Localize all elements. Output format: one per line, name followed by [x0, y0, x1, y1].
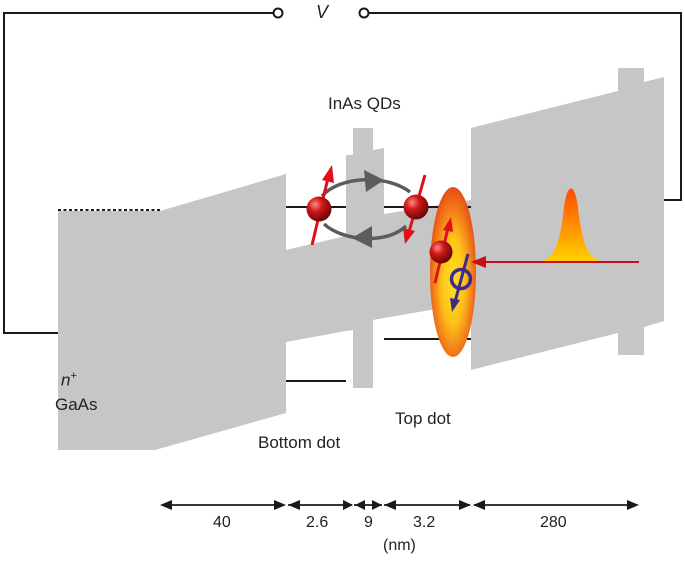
- qds-label: InAs QDs: [328, 94, 401, 113]
- circuit: [3, 7, 682, 334]
- arrowhead-icon: [473, 500, 485, 510]
- arrowhead-icon: [384, 500, 396, 510]
- left-terminal-icon: [272, 7, 284, 19]
- spin-up-arrowhead-icon: [443, 217, 453, 232]
- electron-icon: [429, 240, 453, 264]
- spin-down-arrowhead-icon: [403, 228, 415, 244]
- bottom-dot-label: Bottom dot: [258, 433, 341, 452]
- dimension-40: 40: [213, 514, 231, 531]
- unit-label: (nm): [383, 537, 416, 554]
- substrate-n: n: [61, 370, 71, 390]
- laser-pulse-icon: [535, 188, 607, 262]
- laser-arrowhead-icon: [471, 256, 486, 268]
- cycle-arrowhead-top-icon: [364, 170, 384, 192]
- arrowhead-icon: [355, 500, 365, 510]
- electron-trion: [429, 217, 453, 284]
- left-wire: [3, 12, 274, 334]
- right-terminal-icon: [358, 7, 370, 19]
- bottom-barrier: [286, 236, 346, 342]
- right-wire: [368, 12, 682, 201]
- spin-up-arrowhead-icon: [322, 165, 334, 183]
- arrowhead-icon: [274, 500, 286, 510]
- dimension-9: 9: [364, 514, 373, 531]
- substrate-material-label: GaAs: [55, 395, 98, 414]
- electron-bottom-dot: [306, 165, 334, 246]
- arrowhead-icon: [343, 500, 353, 510]
- electron-icon: [403, 194, 429, 220]
- spacer-block: [346, 128, 384, 388]
- arrowhead-icon: [627, 500, 639, 510]
- laser: [471, 188, 639, 268]
- substrate-sup: +: [70, 370, 77, 382]
- dimension-3-2: 3.2: [413, 514, 436, 531]
- arrowhead-icon: [160, 500, 172, 510]
- hole-icon: [449, 267, 473, 291]
- dimension-280: 280: [540, 514, 567, 531]
- arrowhead-icon: [288, 500, 300, 510]
- electron-icon: [306, 196, 332, 222]
- arrowhead-icon: [372, 500, 382, 510]
- dimension-2-6: 2.6: [306, 514, 329, 531]
- hole-spin-arrowhead-icon: [450, 298, 460, 312]
- hole-trion: [449, 253, 473, 312]
- voltage-label: V: [316, 2, 329, 22]
- top-dot-label: Top dot: [395, 409, 451, 428]
- dimension-arrowheads: [160, 500, 639, 510]
- substrate-doping-label: n+: [61, 370, 77, 391]
- substrate-block: [58, 174, 286, 450]
- hole-spin-shaft: [453, 253, 470, 303]
- cycle-arrow-top: [320, 177, 412, 198]
- electron-top-dot: [403, 174, 429, 244]
- arrowhead-icon: [459, 500, 471, 510]
- cycle-arrowhead-bottom-icon: [352, 226, 372, 248]
